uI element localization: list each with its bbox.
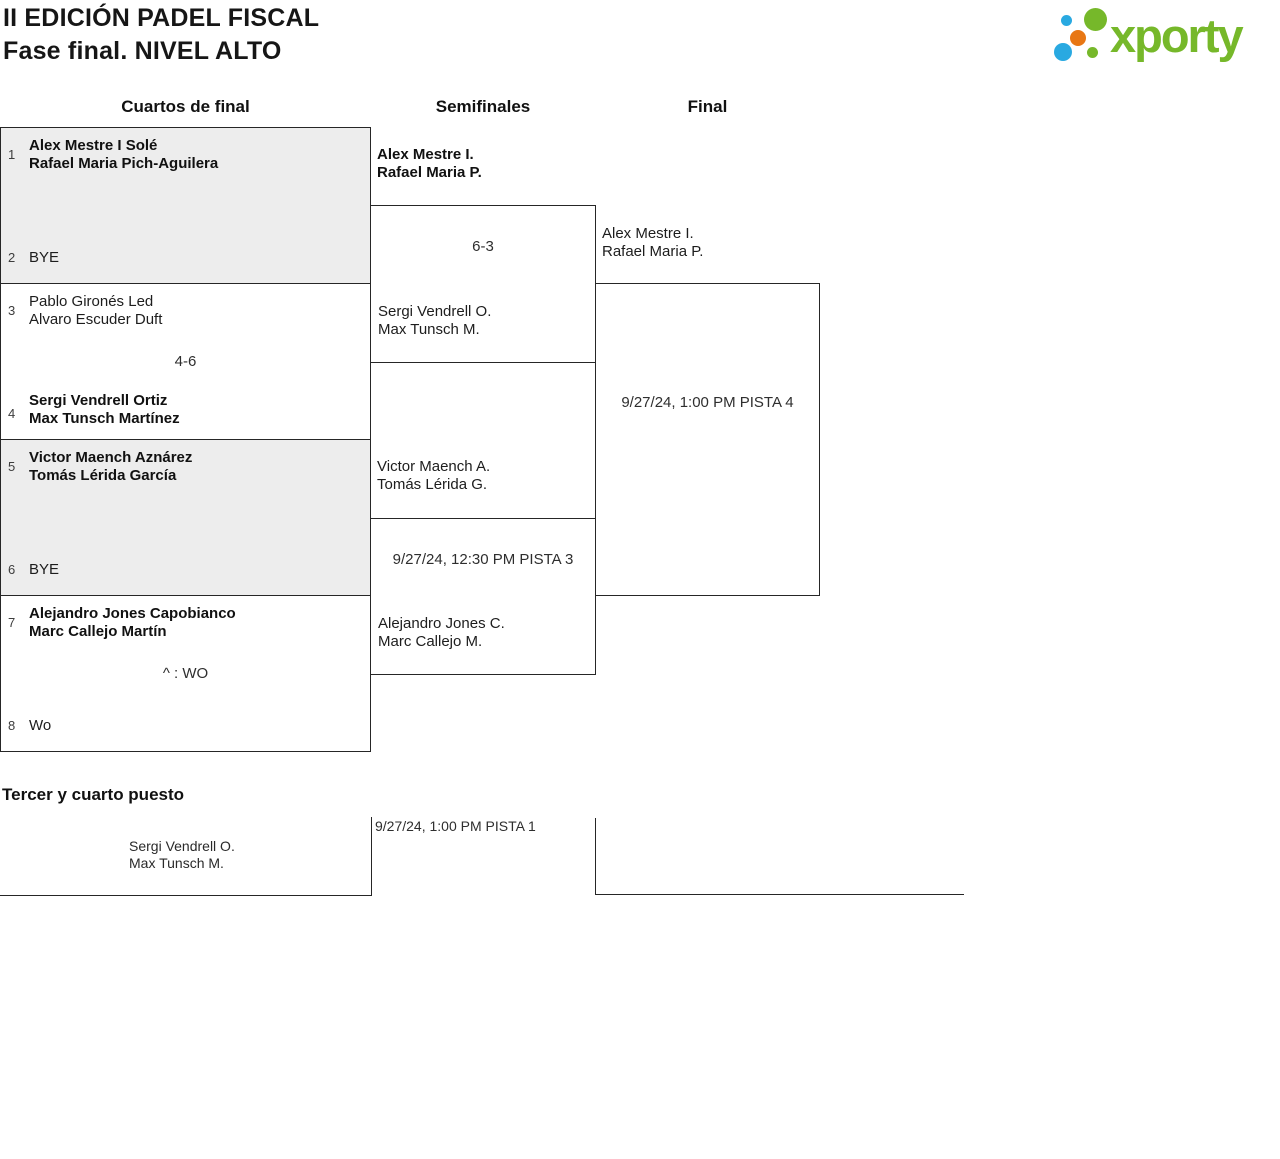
third-place-line-right-bottom — [595, 894, 964, 895]
logo-dot-orange — [1070, 30, 1086, 46]
team-sf2-top: Victor Maench A. Tomás Lérida G. — [377, 458, 491, 493]
seed-number: 1 — [8, 147, 16, 162]
match-qf1[interactable]: 1 Alex Mestre I Solé Rafael Maria Pich-A… — [0, 127, 371, 284]
match-qf4-result: ^ : WO — [162, 665, 209, 682]
xporty-logo[interactable]: xporty — [1050, 2, 1278, 68]
round-header-quarterfinals: Cuartos de final — [121, 97, 250, 116]
team-qf1-bottom: BYE — [29, 249, 60, 266]
round-header-final: Final — [687, 97, 728, 116]
seed-number: 2 — [8, 250, 16, 265]
team-final-top: Alex Mestre I. Rafael Maria P. — [602, 225, 704, 260]
team-qf4-bottom: Wo — [29, 717, 52, 734]
seed-number: 4 — [8, 406, 16, 421]
phase-name: Fase final. NIVEL ALTO — [3, 37, 282, 65]
match-sf2[interactable]: 9/27/24, 12:30 PM PISTA 3 Alejandro Jone… — [370, 518, 596, 675]
third-place-line-right-vertical — [595, 818, 596, 895]
team-sf1-bottom: Sergi Vendrell O. Max Tunsch M. — [378, 303, 492, 338]
logo-wordmark: xporty — [1110, 9, 1244, 62]
seed-number: 7 — [8, 615, 16, 630]
match-qf2[interactable]: 3 Pablo Gironés Led Alvaro Escuder Duft … — [0, 283, 371, 440]
logo-dot-blue-large — [1054, 43, 1072, 61]
team-sf2-bottom: Alejandro Jones C. Marc Callejo M. — [378, 615, 505, 650]
seed-number: 5 — [8, 459, 16, 474]
team-qf1-top: Alex Mestre I Solé Rafael Maria Pich-Agu… — [29, 137, 219, 172]
team-qf3-bottom: BYE — [29, 561, 60, 578]
team-third-place: Sergi Vendrell O. Max Tunsch M. — [129, 838, 235, 871]
match-sf1-result: 6-3 — [472, 238, 494, 255]
logo-dot-green-small — [1087, 47, 1098, 58]
team-qf4-top: Alejandro Jones Capobianco Marc Callejo … — [29, 605, 236, 640]
match-qf3[interactable]: 5 Victor Maench Aznárez Tomás Lérida Gar… — [0, 439, 371, 596]
seed-number: 6 — [8, 562, 16, 577]
match-qf4[interactable]: 7 Alejandro Jones Capobianco Marc Callej… — [0, 595, 371, 752]
seed-number: 8 — [8, 718, 16, 733]
third-place-line-left-vertical — [371, 817, 372, 896]
team-qf3-top: Victor Maench Aznárez Tomás Lérida Garcí… — [29, 449, 193, 484]
third-place-heading: Tercer y cuarto puesto — [2, 785, 185, 804]
match-final[interactable]: 9/27/24, 1:00 PM PISTA 4 — [595, 283, 820, 596]
logo-dot-blue-small — [1061, 15, 1072, 26]
tournament-name: II EDICIÓN PADEL FISCAL — [3, 4, 320, 32]
team-sf1-top: Alex Mestre I. Rafael Maria P. — [377, 146, 482, 181]
team-qf2-bottom: Sergi Vendrell Ortiz Max Tunsch Martínez — [29, 392, 180, 427]
team-qf2-top: Pablo Gironés Led Alvaro Escuder Duft — [29, 293, 163, 328]
page-title: II EDICIÓN PADEL FISCAL Fase final. NIVE… — [3, 2, 319, 68]
match-final-result: 9/27/24, 1:00 PM PISTA 4 — [621, 394, 794, 411]
round-header-semifinals: Semifinales — [435, 97, 531, 116]
match-qf2-result: 4-6 — [174, 353, 197, 370]
match-sf2-result: 9/27/24, 12:30 PM PISTA 3 — [392, 551, 574, 568]
match-sf1[interactable]: 6-3 Sergi Vendrell O. Max Tunsch M. — [370, 205, 596, 363]
third-place-line-left-bottom — [0, 895, 371, 896]
logo-dot-green-large — [1084, 8, 1107, 31]
seed-number: 3 — [8, 303, 16, 318]
match-third-place-result: 9/27/24, 1:00 PM PISTA 1 — [375, 818, 536, 834]
